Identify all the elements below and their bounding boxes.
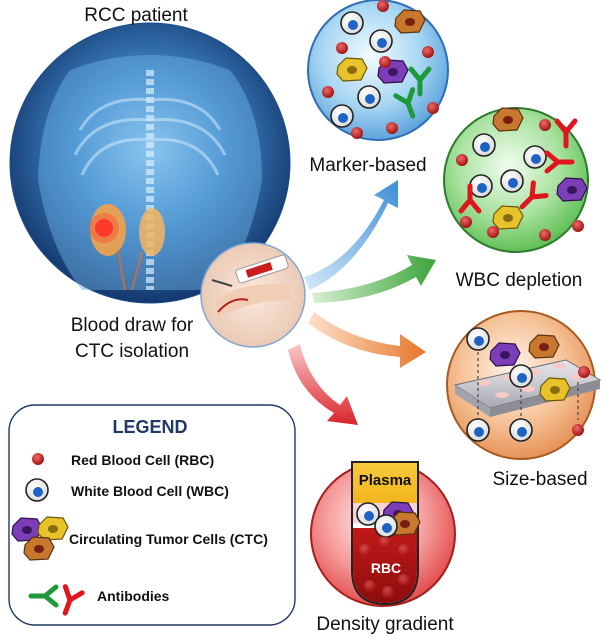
patient-label: RCC patient (84, 5, 188, 26)
legend-title: LEGEND (112, 417, 187, 437)
arrow-to-size-based (308, 312, 426, 368)
legend-rbc-label: Red Blood Cell (RBC) (71, 452, 214, 468)
legend-wbc-label: White Blood Cell (WBC) (71, 483, 229, 499)
blood-draw-illustration (200, 242, 306, 348)
legend-box (8, 404, 296, 626)
legend-rbc-icon (32, 453, 44, 465)
density-gradient-panel (310, 461, 456, 607)
blood-draw-label-line2: CTC isolation (75, 341, 189, 362)
legend-ctc-label: Circulating Tumor Cells (CTC) (69, 531, 268, 547)
marker-based-panel (307, 0, 449, 141)
wbc-depletion-label: WBC depletion (456, 270, 583, 291)
legend-antibodies-label: Antibodies (97, 588, 170, 604)
size-based-panel (446, 310, 602, 460)
wbc-depletion-panel (443, 107, 589, 253)
arrow-to-wbc-depletion (312, 255, 436, 303)
density-gradient-label: Density gradient (316, 614, 454, 635)
blood-draw-label-line1: Blood draw for (71, 315, 194, 336)
legend-wbc-icon (25, 478, 49, 502)
tube-rbc-label: RBC (371, 560, 401, 576)
marker-based-label: Marker-based (309, 155, 426, 176)
size-based-label: Size-based (492, 469, 587, 490)
arrow-to-marker-based (304, 180, 398, 290)
arrow-to-density-gradient (288, 344, 358, 425)
tube-plasma-label: Plasma (359, 472, 412, 489)
patient-illustration (9, 22, 291, 304)
